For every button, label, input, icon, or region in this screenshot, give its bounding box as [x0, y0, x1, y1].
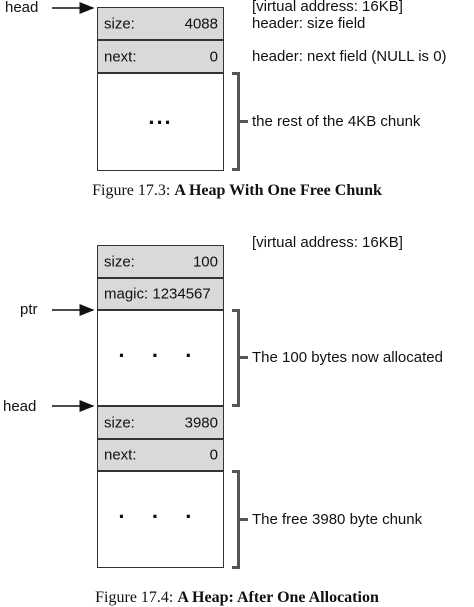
note-free-chunk: The free 3980 byte chunk [252, 511, 423, 528]
brace-rest-chunk [232, 72, 240, 171]
note-vaddr-1: [virtual address: 16KB] [252, 0, 403, 15]
size-field-cell-1: size: 4088 [97, 7, 224, 40]
next-key-2: next: [104, 446, 137, 464]
brace-allocated [232, 309, 240, 407]
magic-field-cell: magic: 1234567 [97, 278, 224, 310]
note-next-field: header: next field (NULL is 0) [252, 48, 447, 65]
ptr-label: ptr [20, 301, 38, 318]
note-rest-chunk: the rest of the 4KB chunk [252, 113, 421, 130]
size-key-2: size: [104, 253, 135, 270]
size-value-2: 100 [192, 253, 218, 270]
size-key: size: [104, 15, 135, 32]
ellipsis-2: · · · [118, 343, 203, 368]
ellipsis-3: · · · [118, 504, 203, 529]
next-field-cell-1: next: 0 [97, 40, 224, 73]
caption-prefix-1: Figure 17.3: [92, 182, 175, 199]
size-field-cell-2: size: 100 [97, 245, 224, 278]
size-key-3: size: [104, 414, 135, 431]
next-field-cell-2: next: 0 [97, 439, 224, 471]
brace-tick-1 [240, 120, 248, 123]
size-value: 4088 [184, 15, 218, 32]
note-vaddr-2: [virtual address: 16KB] [252, 234, 403, 251]
ellipsis-1: ... [148, 104, 173, 129]
figure-caption-1: Figure 17.3: A Heap With One Free Chunk [0, 182, 474, 200]
brace-tick-2 [240, 356, 248, 359]
note-size-field: header: size field [252, 15, 366, 32]
allocated-chunk-body: · · · [97, 310, 224, 406]
magic-text: magic: 1234567 [104, 285, 211, 303]
free-chunk-body-2: · · · [97, 471, 224, 568]
free-chunk-body-1: ... [97, 73, 224, 171]
next-value: 0 [209, 48, 218, 65]
head-label-1: head [5, 0, 39, 16]
size-value-3: 3980 [184, 414, 218, 431]
head-label-2: head [3, 398, 37, 415]
note-allocated: The 100 bytes now allocated [252, 349, 443, 366]
next-value-2: 0 [209, 446, 218, 464]
figure-caption-2: Figure 17.4: A Heap: After One Allocatio… [0, 589, 474, 607]
brace-tick-3 [240, 518, 248, 521]
size-field-cell-3: size: 3980 [97, 406, 224, 439]
brace-free [232, 470, 240, 569]
next-key: next: [104, 48, 137, 65]
caption-title-2: A Heap: After One Allocation [177, 589, 379, 606]
caption-title-1: A Heap With One Free Chunk [174, 182, 382, 199]
caption-prefix-2: Figure 17.4: [95, 589, 178, 606]
